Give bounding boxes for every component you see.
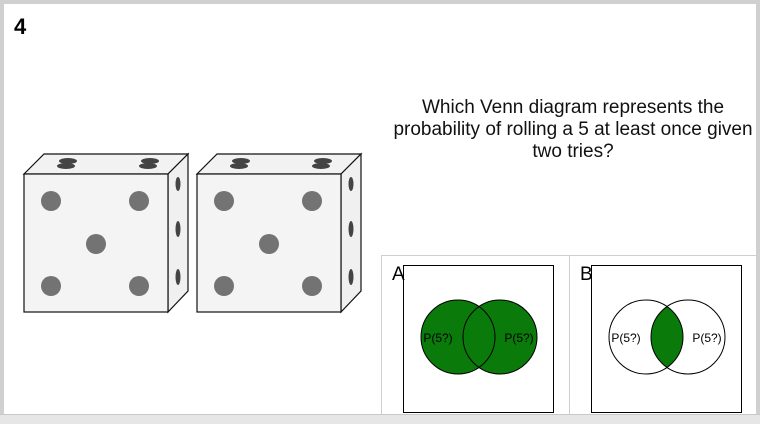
venn-left-label: P(5?) [423, 331, 452, 345]
venn-right-label: P(5?) [692, 331, 721, 345]
divider [569, 255, 570, 418]
answer-options: P(5?) P(5?) A P(5?) P(5?) B [381, 255, 758, 418]
card-footer-bar [0, 414, 760, 424]
venn-left-label: P(5?) [611, 331, 640, 345]
divider [381, 255, 382, 418]
option-b[interactable]: P(5?) P(5?) B [570, 255, 758, 418]
venn-right-label: P(5?) [504, 331, 533, 345]
question-text: Which Venn diagram represents the probab… [393, 97, 753, 162]
dice-illustration [22, 152, 363, 314]
option-letter: A [392, 264, 405, 285]
venn-diagram-intersection: P(5?) P(5?) [591, 265, 742, 413]
option-letter: B [580, 264, 593, 285]
die-five-icon [22, 152, 190, 314]
option-a[interactable]: P(5?) P(5?) A [382, 255, 570, 418]
question-number: 4 [14, 14, 27, 39]
die-five-icon [195, 152, 363, 314]
venn-diagram-union: P(5?) P(5?) [403, 265, 554, 413]
